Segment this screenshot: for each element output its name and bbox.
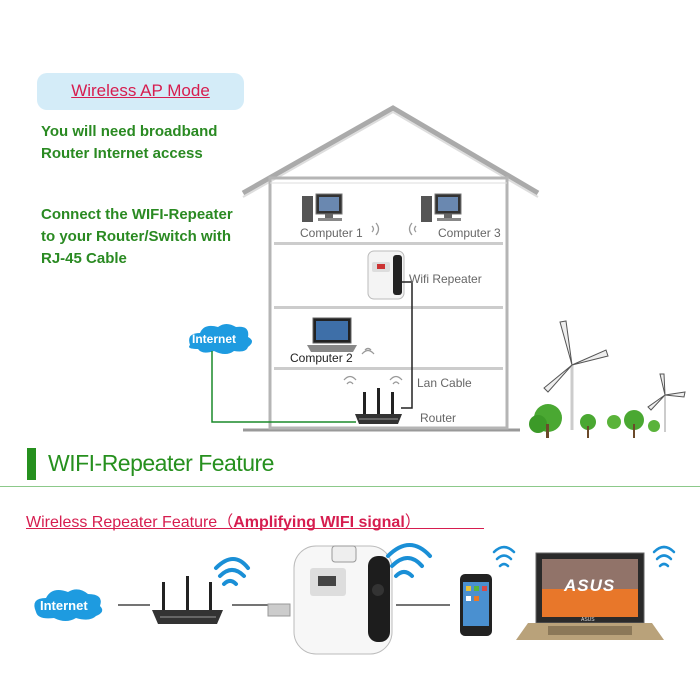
internet-cloud-bottom <box>34 589 103 621</box>
computer-1-icon <box>302 193 343 222</box>
mode-label-box: Wireless AP Mode <box>37 73 244 110</box>
wifi-signal-icon-3 <box>492 545 516 568</box>
house-roof <box>241 105 540 196</box>
floor-3 <box>274 367 503 370</box>
wifi-signal-icon-1 <box>214 557 250 586</box>
tree-icons <box>529 404 660 438</box>
feature-text-highlight: Amplifying WIFI signal <box>233 514 405 531</box>
repeater-bottom-icon <box>267 545 393 655</box>
label-computer-2: Computer 2 <box>290 351 353 365</box>
label-computer-3: Computer 3 <box>438 226 501 240</box>
wind-turbine-small <box>647 373 686 432</box>
feature-text-main: Wireless Repeater Feature <box>26 514 218 531</box>
feature-paren-open: （ <box>217 514 234 531</box>
label-internet-bottom: Internet <box>40 598 88 613</box>
instruction-line-3: Connect the WIFI-Repeater <box>41 206 233 223</box>
instruction-line-4: to your Router/Switch with <box>41 228 231 245</box>
wifi-signal-icon-4 <box>652 545 676 568</box>
feature-underline <box>26 528 484 529</box>
section-accent-bar <box>27 448 36 480</box>
label-computer-1: Computer 1 <box>300 226 363 240</box>
internet-cable-line <box>211 351 356 423</box>
computer-3-icon <box>421 193 462 222</box>
label-internet-top: Internet <box>192 332 237 346</box>
laptop-icon <box>516 552 664 640</box>
feature-paren-close: ） <box>404 514 421 531</box>
internet-cloud-top <box>189 324 252 354</box>
wifi-mark-c1 <box>371 222 380 236</box>
router-icon <box>355 388 402 424</box>
label-lan-cable: Lan Cable <box>417 376 472 390</box>
computer-2-icon <box>307 317 357 352</box>
wifi-mark-c3 <box>408 222 417 236</box>
section-title: WIFI-Repeater Feature <box>48 450 274 476</box>
house-walls <box>268 176 509 430</box>
floor-1 <box>274 242 503 245</box>
instruction-line-1: You will need broadband <box>41 123 218 140</box>
lan-cable-line <box>401 281 413 409</box>
wifi-mark-c2 <box>361 347 375 355</box>
wifi-signal-icon-2 <box>386 543 432 578</box>
label-router: Router <box>420 411 457 425</box>
instruction-line-5: RJ-45 Cable <box>41 250 127 267</box>
smartphone-icon <box>460 574 492 636</box>
wind-turbine-large <box>543 320 609 430</box>
section-divider <box>0 486 700 487</box>
wifi-repeater-icon <box>367 250 405 300</box>
laptop-brand-logo: ASUS <box>564 576 616 595</box>
instruction-line-2: Router Internet access <box>41 145 203 162</box>
wifi-mark-router <box>343 375 403 385</box>
laptop-brand-small: ASUS <box>581 617 595 623</box>
router-bottom-icon <box>152 576 223 624</box>
label-wifi-repeater: Wifi Repeater <box>409 272 482 286</box>
floor-2 <box>274 306 503 309</box>
feature-text: Wireless Repeater Feature（Amplifying WIF… <box>26 508 421 532</box>
mode-title: Wireless AP Mode <box>71 81 210 100</box>
